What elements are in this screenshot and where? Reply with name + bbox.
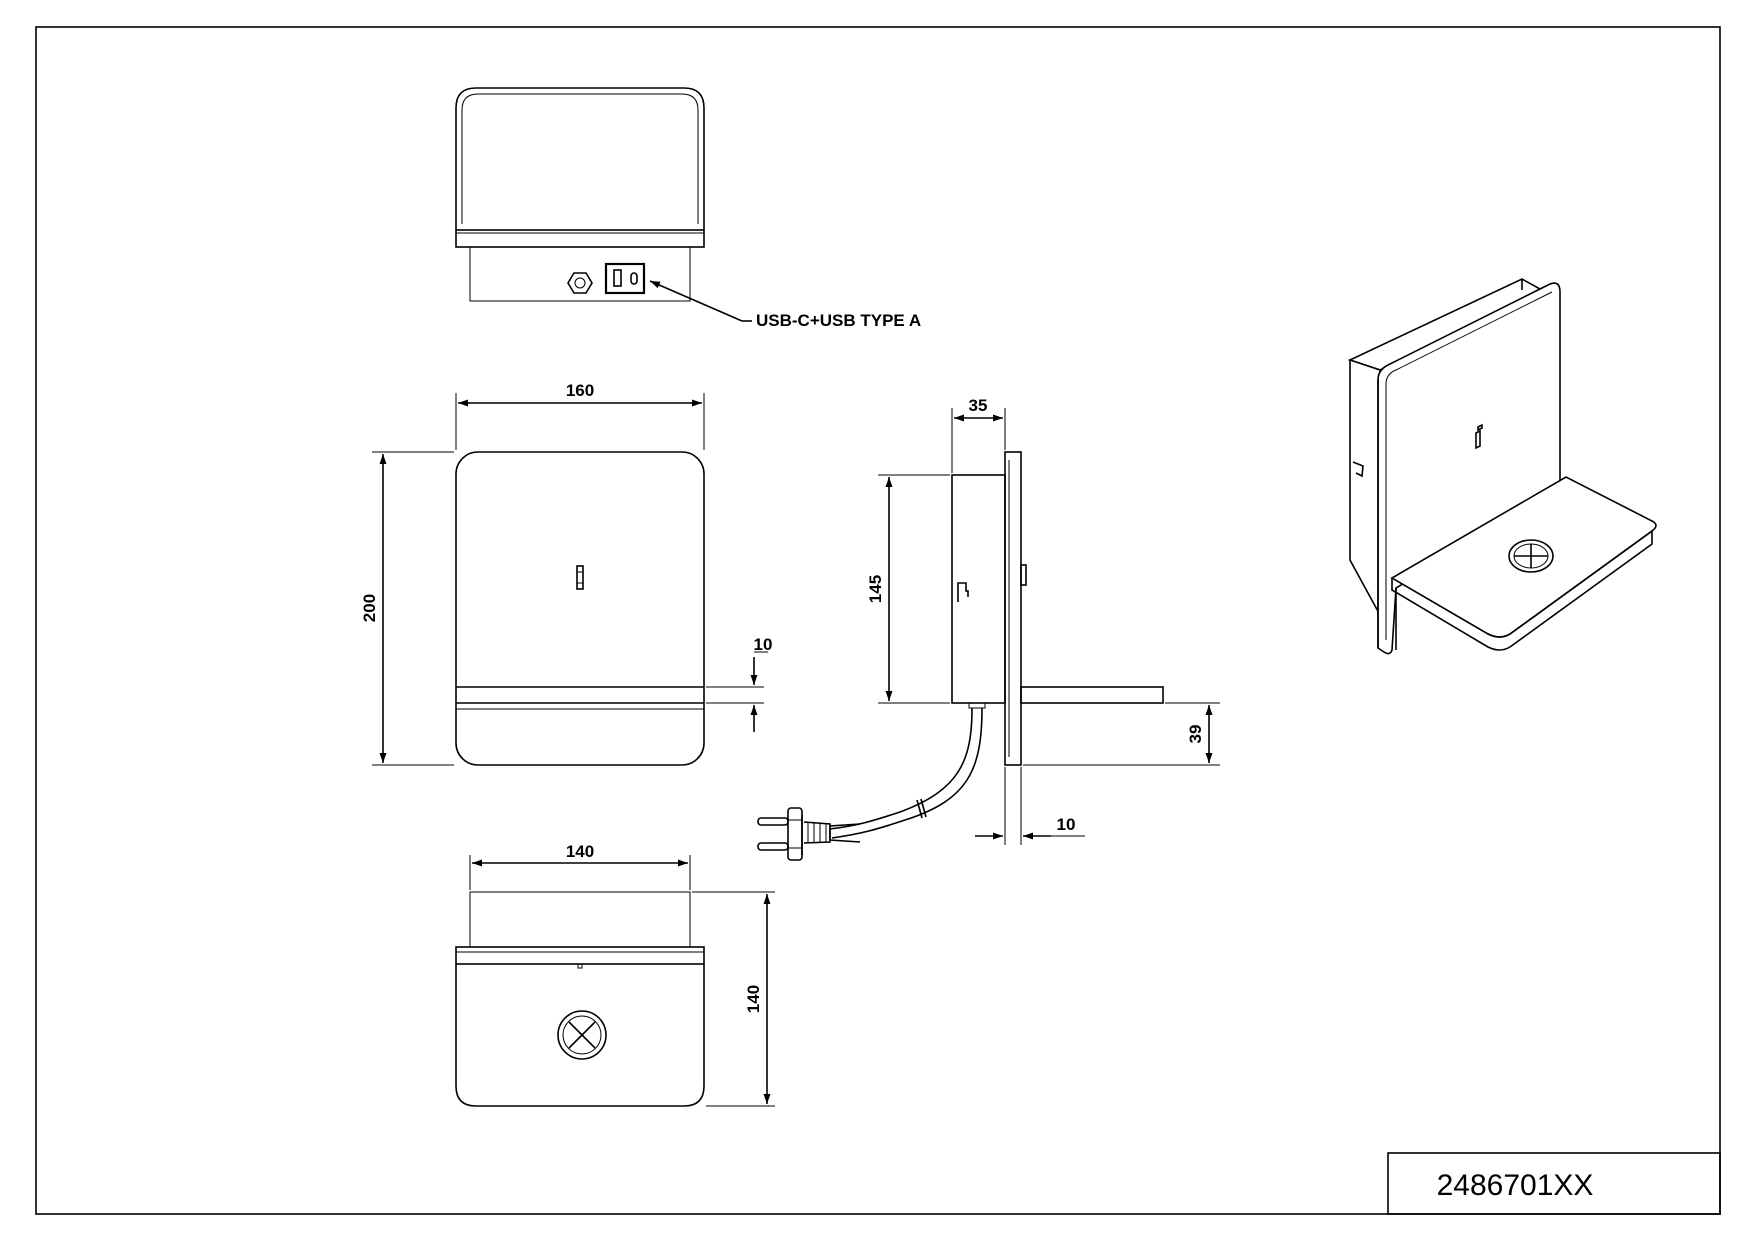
power-plug-icon [757,807,861,861]
side-view: 35 145 39 10 [757,396,1220,861]
product-code: 2486701XX [1437,1169,1594,1202]
hex-nut-icon [567,272,593,294]
bottom-view: 140 140 [455,842,775,1107]
usb-callout-label: USB-C+USB TYPE A [756,311,921,330]
dim-side-depth: 35 [969,396,988,415]
dim-bottom-width: 140 [566,842,594,861]
title-block: 2486701XX [1387,1152,1721,1215]
iso-switch-icon [1475,423,1483,450]
dim-front-height: 200 [360,594,379,622]
switch-icon [576,565,584,590]
dim-side-height: 145 [866,575,885,603]
drawing-frame [35,26,1721,1215]
dim-shelf-thickness: 10 [754,635,773,654]
usb-port-icon [604,262,646,295]
power-cable [829,702,986,839]
lamp-x-icon [557,1010,607,1060]
front-view: 160 200 10 [360,381,773,766]
iso-lamp-icon [1508,539,1554,573]
dim-front-width: 160 [566,381,594,400]
top-view: USB-C+USB TYPE A [455,87,921,330]
dim-shelf-offset: 39 [1186,725,1205,744]
dim-plate-thickness: 10 [1057,815,1076,834]
isometric-view [1347,278,1657,655]
dim-bottom-depth: 140 [744,985,763,1013]
